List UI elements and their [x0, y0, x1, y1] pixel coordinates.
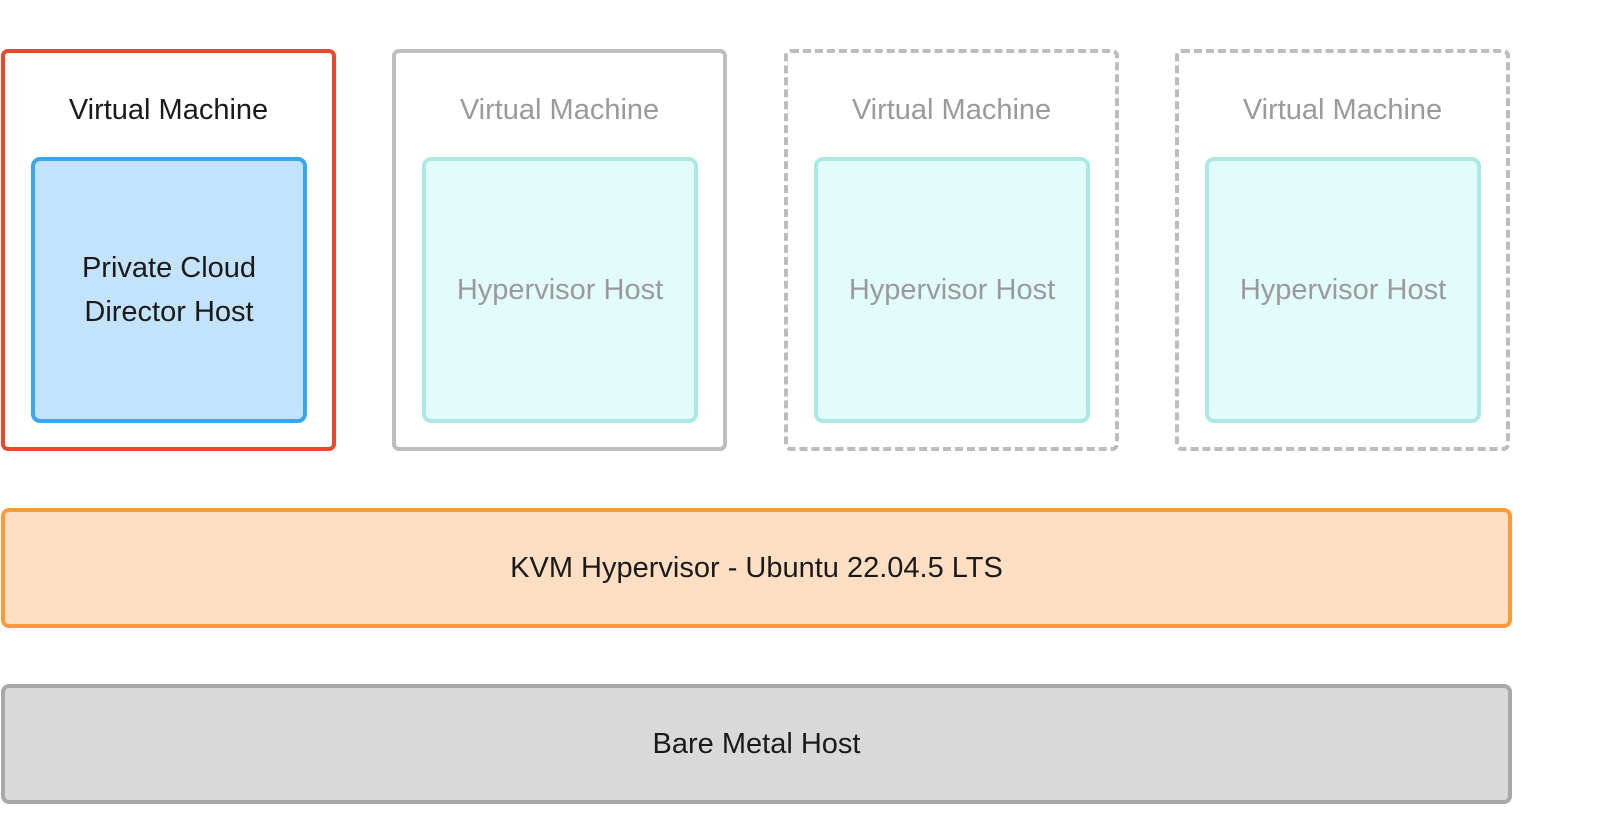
bare-metal-host-layer: Bare Metal Host [1, 684, 1512, 804]
vm-title: Virtual Machine [459, 94, 660, 126]
hypervisor-host: Hypervisor Host [1205, 157, 1481, 423]
hypervisor-host: Hypervisor Host [814, 157, 1090, 423]
virtual-machine-hypervisor-1: Virtual Machine Hypervisor Host [392, 49, 727, 451]
vm-title: Virtual Machine [1242, 94, 1443, 126]
vm-title: Virtual Machine [851, 94, 1052, 126]
hypervisor-host: Hypervisor Host [422, 157, 698, 423]
virtual-machine-hypervisor-2: Virtual Machine Hypervisor Host [784, 49, 1119, 451]
private-cloud-director-host: Private Cloud Director Host [31, 157, 307, 423]
virtual-machine-director: Virtual Machine Private Cloud Director H… [1, 49, 336, 451]
kvm-hypervisor-layer: KVM Hypervisor - Ubuntu 22.04.5 LTS [1, 508, 1512, 628]
vm-title: Virtual Machine [68, 94, 269, 126]
virtual-machine-hypervisor-3: Virtual Machine Hypervisor Host [1175, 49, 1510, 451]
